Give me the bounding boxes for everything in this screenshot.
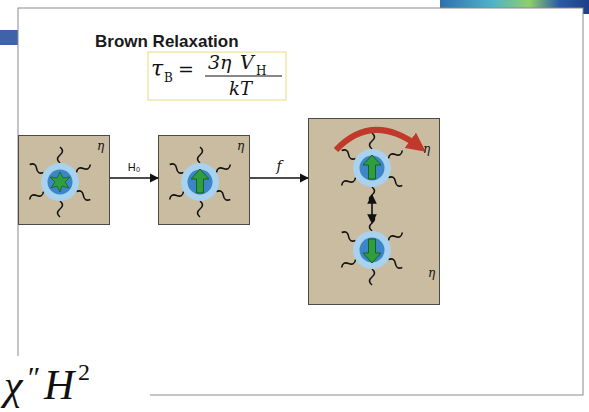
viscosity-label: η bbox=[237, 140, 244, 152]
box-ground bbox=[158, 135, 250, 225]
process-box: η bbox=[158, 135, 250, 225]
nanoparticle bbox=[168, 147, 231, 217]
formula-symbol: 3η bbox=[208, 53, 231, 72]
formula-symbol: χ bbox=[4, 364, 22, 406]
formula-frame bbox=[148, 52, 286, 100]
connector-arrow bbox=[110, 177, 158, 178]
formula-symbol: kT bbox=[229, 80, 252, 98]
formula-superscript: 2 bbox=[78, 360, 90, 384]
title: Brown Relaxation bbox=[95, 32, 239, 52]
panel bbox=[18, 8, 583, 395]
viscosity-label: η bbox=[423, 143, 430, 155]
formula-symbol: V bbox=[240, 53, 254, 72]
formula-subscript: B bbox=[164, 72, 173, 84]
edge-label: f bbox=[274, 159, 283, 173]
flip-arrow bbox=[371, 196, 373, 222]
formula-ground bbox=[0, 356, 150, 412]
process-box: η bbox=[18, 135, 110, 225]
viscosity-label: η bbox=[428, 267, 435, 279]
nanoparticle bbox=[340, 133, 403, 203]
formula-symbol: = bbox=[178, 60, 194, 79]
process-box: ηη bbox=[308, 118, 440, 305]
viscosity-label: η bbox=[97, 140, 104, 152]
box-ground bbox=[308, 118, 440, 305]
rotation-arrow bbox=[336, 130, 418, 150]
nanoparticle bbox=[340, 215, 403, 285]
box-ground bbox=[18, 135, 110, 225]
edge-label: H₀ bbox=[126, 162, 143, 173]
fraction-bar bbox=[205, 75, 282, 76]
formula-symbol: H bbox=[44, 364, 74, 406]
formula-symbol: ″ bbox=[26, 362, 39, 392]
connector-arrow bbox=[250, 177, 308, 178]
formula-subscript: H bbox=[256, 65, 266, 77]
formula-symbol: τ bbox=[151, 58, 163, 80]
nanoparticle bbox=[28, 147, 91, 217]
